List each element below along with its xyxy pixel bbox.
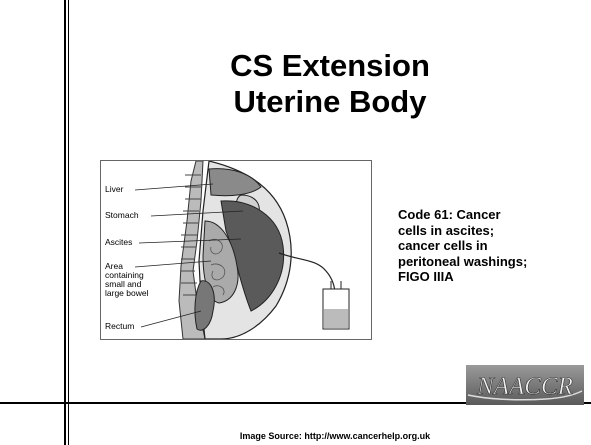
label-liver: Liver [105, 185, 123, 194]
left-vertical-rule-thin [68, 0, 69, 445]
title-line-2: Uterine Body [150, 84, 510, 120]
code-line: cancer cells in [398, 238, 583, 254]
code-line: Code 61: Cancer [398, 207, 583, 223]
slide-title: CS Extension Uterine Body [150, 48, 510, 120]
label-stomach: Stomach [105, 211, 139, 220]
naaccr-logo: NAACCR [466, 365, 584, 405]
label-large-bowel: large bowel [105, 289, 148, 298]
code-line: peritoneal washings; [398, 254, 583, 270]
code-line: FIGO IIIA [398, 269, 583, 285]
anatomy-drawing [101, 161, 371, 339]
title-line-1: CS Extension [150, 48, 510, 84]
anatomy-illustration: Liver Stomach Ascites Area containing sm… [100, 160, 372, 340]
label-ascites: Ascites [105, 238, 132, 247]
code-line: cells in ascites; [398, 223, 583, 239]
label-rectum: Rectum [105, 322, 134, 331]
naaccr-logo-graphic: NAACCR [466, 365, 584, 405]
image-source-caption: Image Source: http://www.cancerhelp.org.… [120, 431, 550, 441]
logo-text: NAACCR [476, 373, 573, 400]
left-vertical-rule [64, 0, 66, 445]
code-description: Code 61: Cancer cells in ascites; cancer… [398, 207, 583, 285]
